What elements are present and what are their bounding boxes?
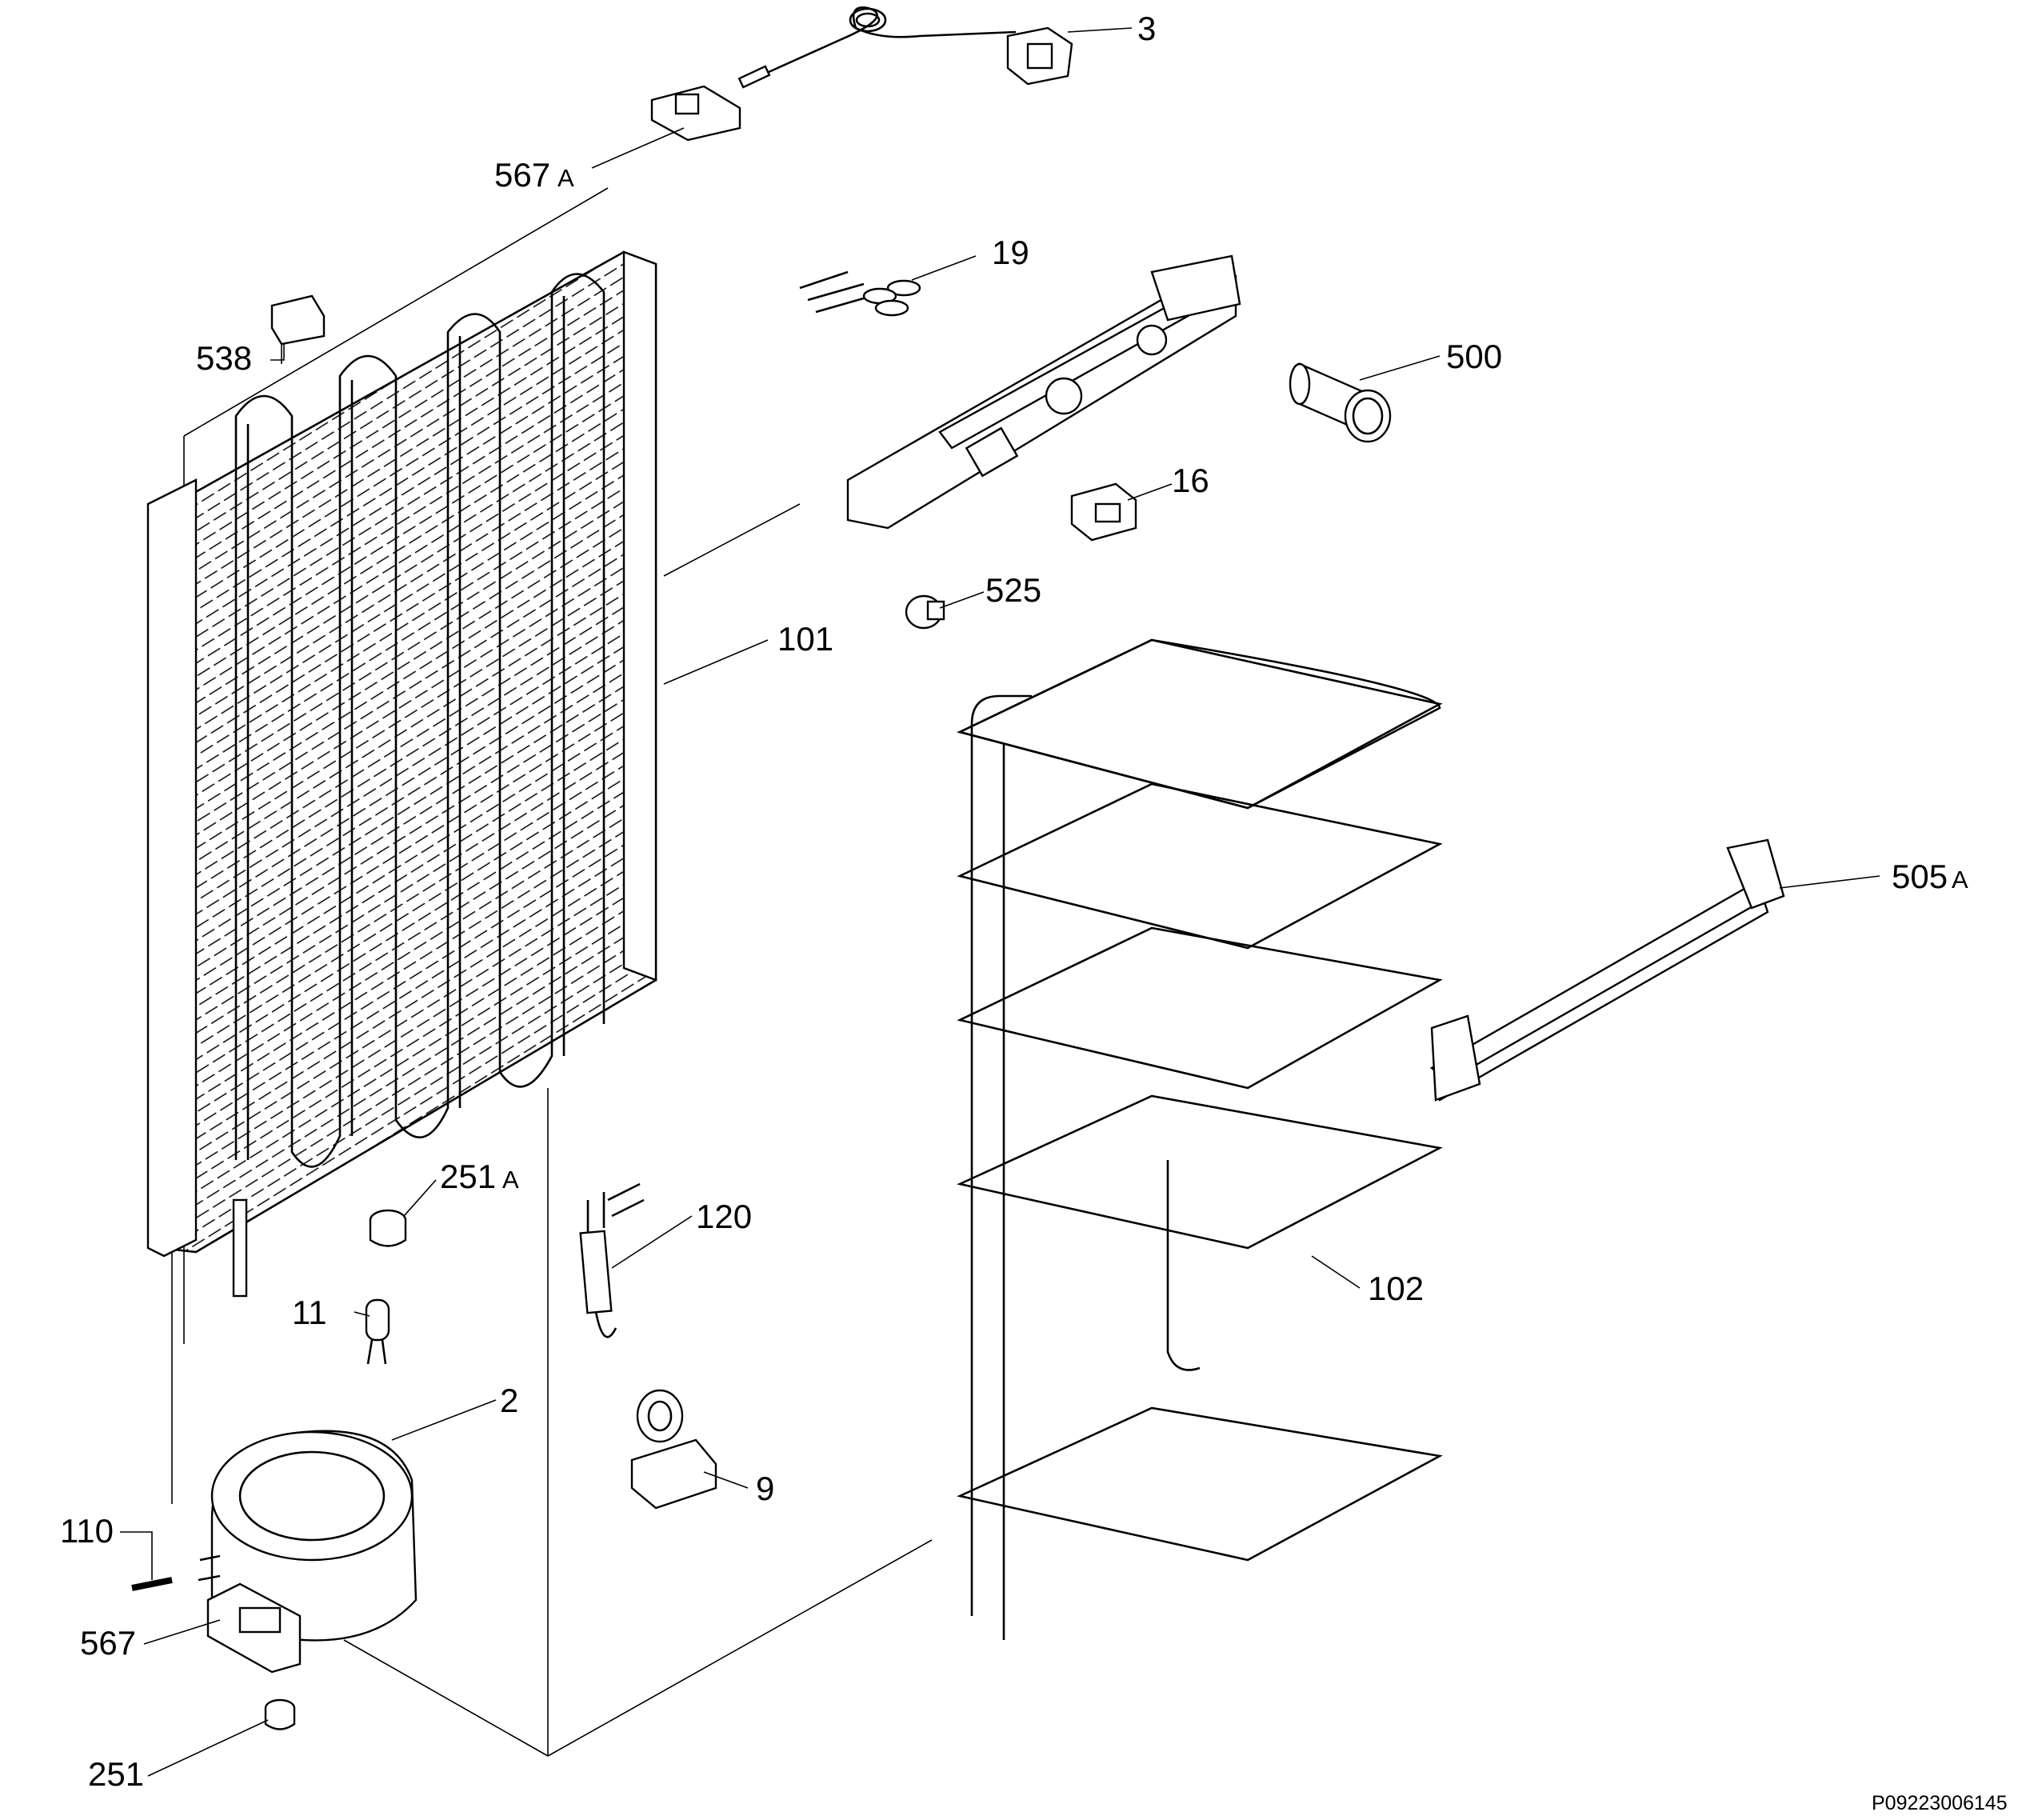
reference-code: P09223006145 [1872,1792,2008,1814]
control-housing [846,254,1241,530]
part-16-switch [1070,482,1137,542]
part-251-grommet [264,1698,296,1730]
label-11: 11 [292,1294,327,1331]
part-3-thermostat [737,6,1073,89]
part-11-relay [365,1298,390,1365]
label-538: 538 [196,339,252,377]
part-2-compressor [198,1430,418,1674]
label-251: 251 [88,1755,144,1793]
label-101: 101 [777,620,833,658]
part-525-lamp [905,594,945,630]
part-567a-relay [650,85,741,142]
label-120: 120 [696,1198,752,1235]
label-9: 9 [756,1470,774,1507]
part-120-heater [579,1182,645,1338]
label-3: 3 [1137,10,1156,47]
label-16: 16 [1172,462,1209,499]
label-110: 110 [60,1512,114,1550]
label-567a-suffix: A [557,164,574,192]
label-525: 525 [985,571,1041,609]
label-500: 500 [1446,338,1502,375]
part-251a-grommet [369,1209,407,1247]
part-500-knob [1289,362,1392,443]
part-labels: 3 567 A 538 19 500 16 525 101 505 A 251 … [60,10,2008,1814]
part-19-connectors [799,270,921,317]
part-538-block [270,294,326,364]
condenser-101 [146,250,657,1298]
label-567a: 567 [494,156,550,194]
part-9-clamp [630,1389,717,1510]
label-19: 19 [992,234,1029,271]
evaporator-102 [956,638,1443,1640]
leader-lines [120,27,1880,1777]
part-110-pin [131,1577,173,1591]
label-505a-suffix: A [1952,866,1968,894]
label-505a: 505 [1892,858,1948,895]
label-567: 567 [80,1624,136,1662]
label-102: 102 [1368,1270,1424,1307]
label-251a: 251 [440,1158,496,1195]
label-2: 2 [500,1382,518,1419]
label-251a-suffix: A [502,1166,519,1194]
part-505a-rail [1429,838,1785,1102]
